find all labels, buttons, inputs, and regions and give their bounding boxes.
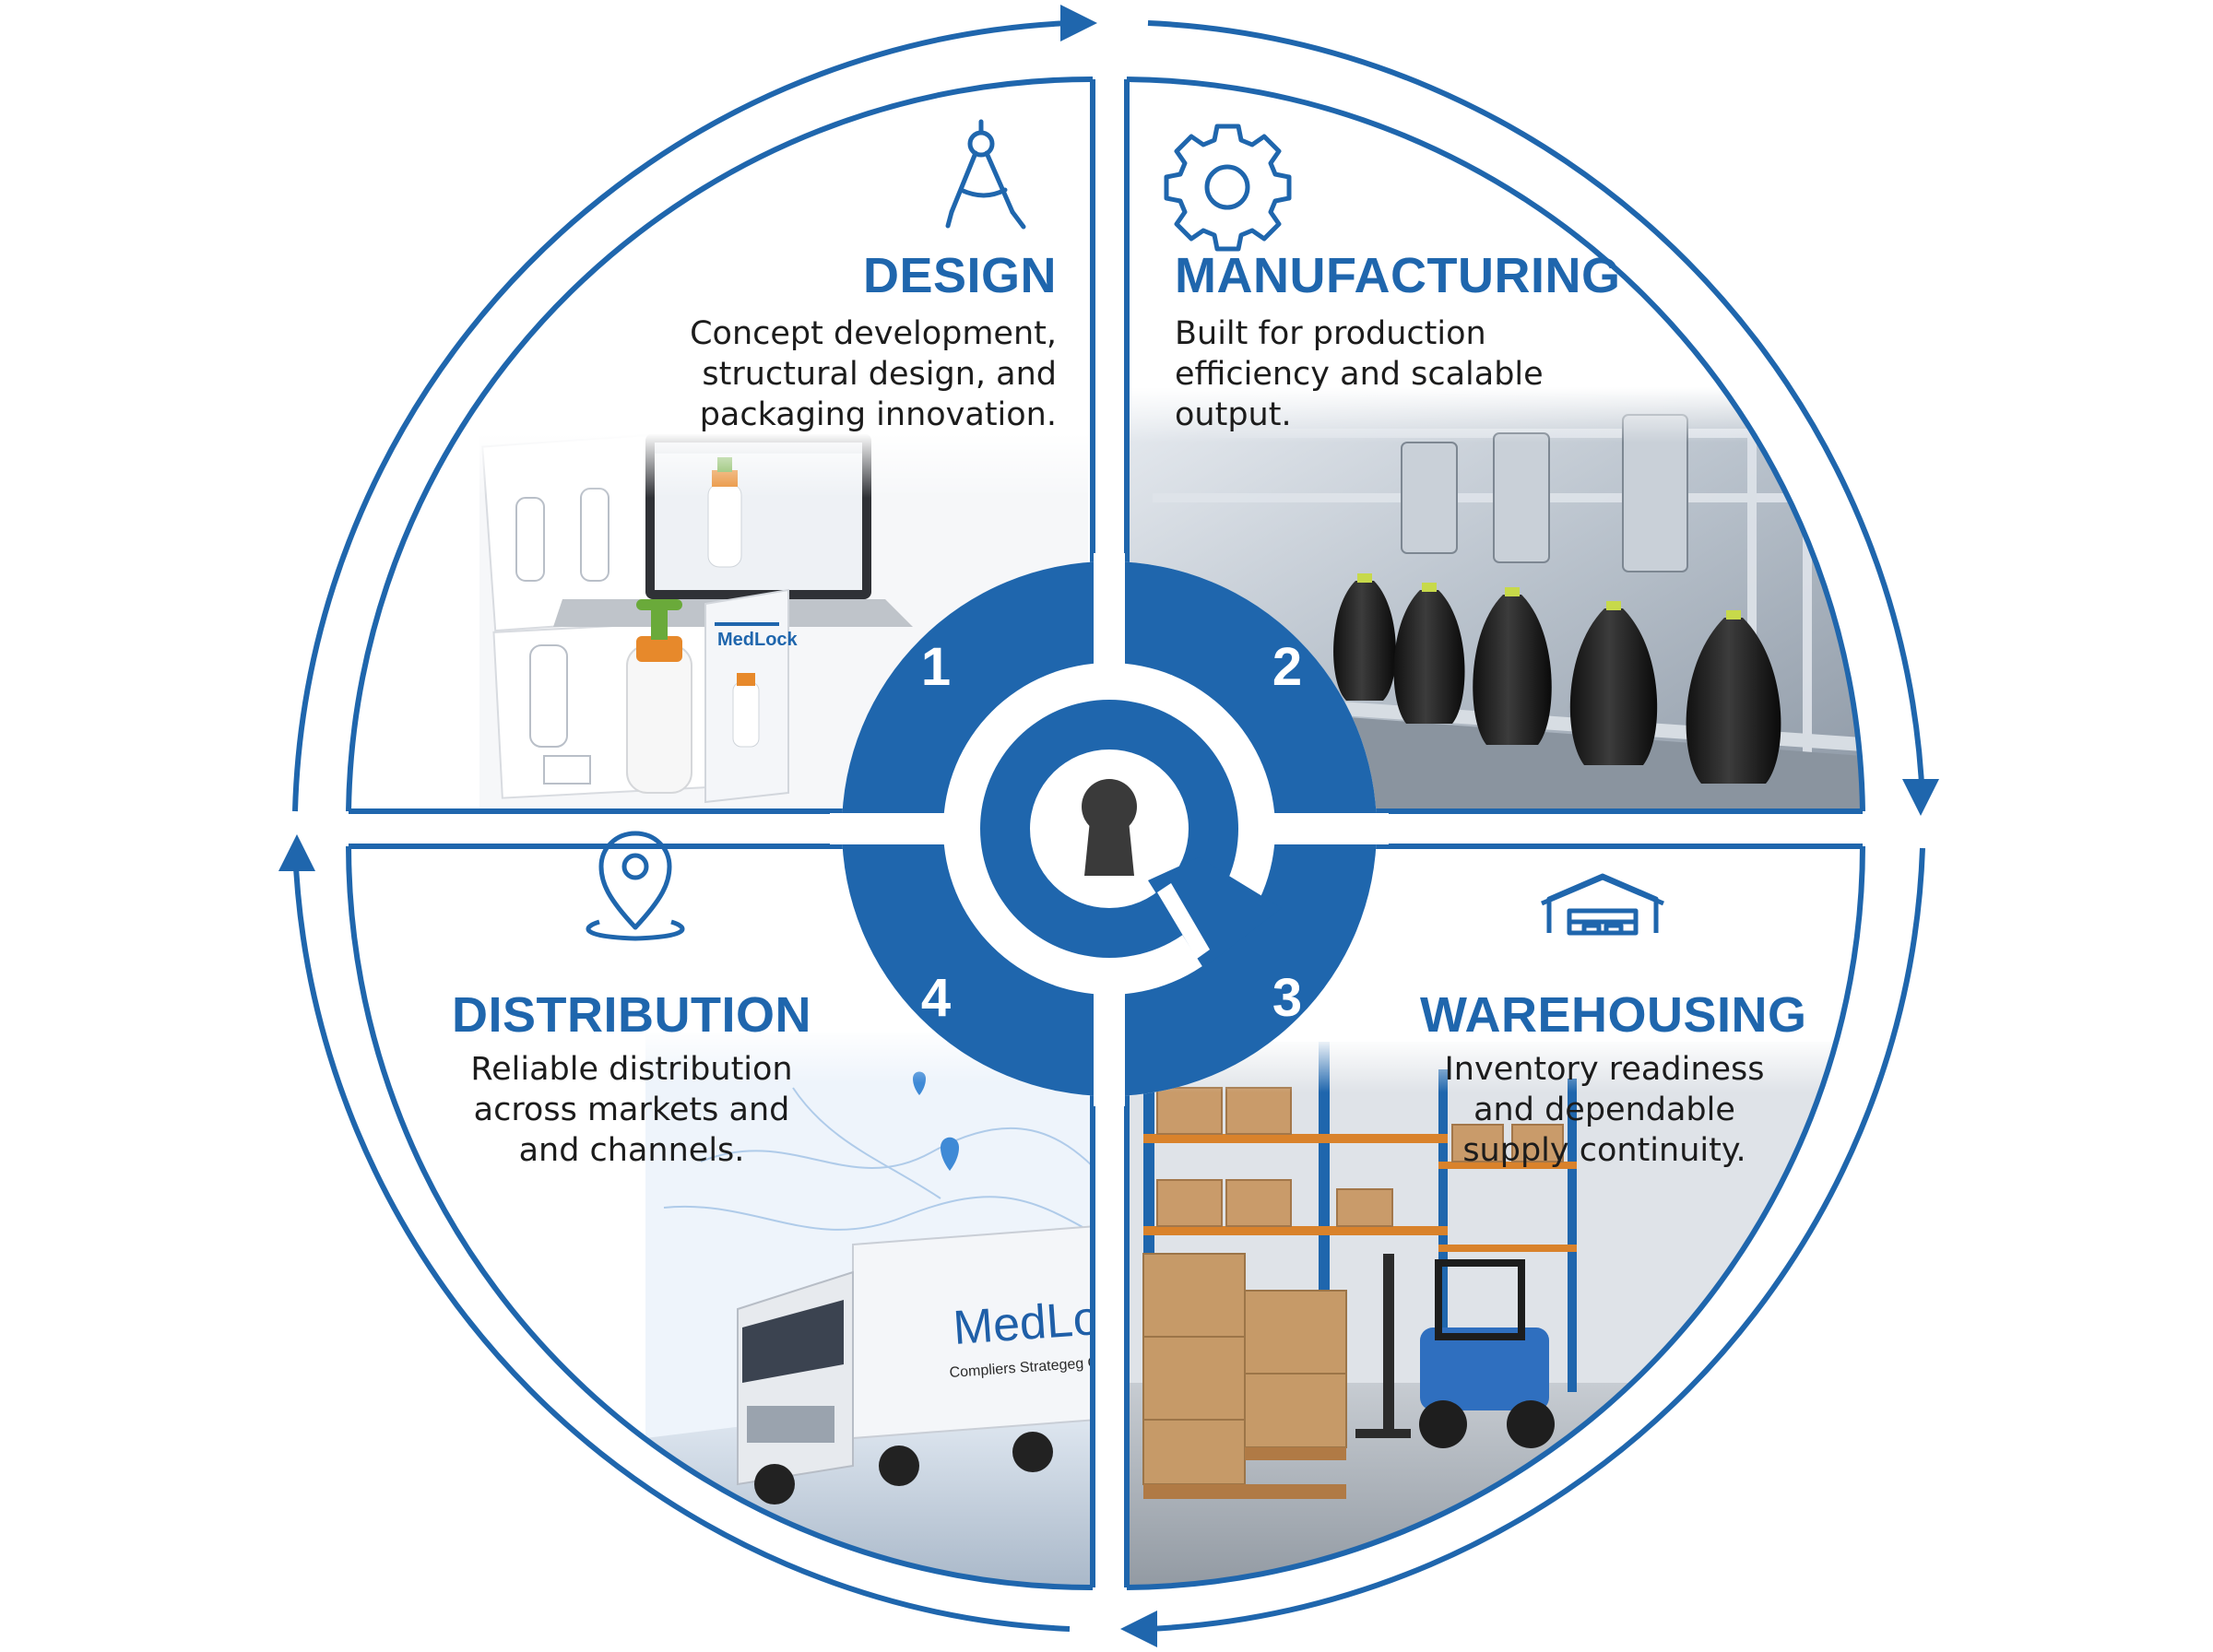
product-box-image: MedLock (704, 588, 799, 804)
keyhole-icon (1082, 779, 1137, 876)
stage-description-line: output. (1175, 396, 1292, 433)
stage-description-line: packaging innovation. (699, 396, 1057, 433)
stage-description-manufacturing: Built for production efficiency and scal… (1175, 313, 1544, 435)
stage-description-line: and dependable (1473, 1092, 1735, 1128)
stage-description-line: supply continuity. (1462, 1132, 1746, 1169)
stage-description-line: efficiency and scalable (1175, 356, 1544, 393)
stage-description-distribution: Reliable distribution across markets and… (443, 1049, 821, 1171)
boxes-image (1142, 1253, 1347, 1485)
stage-number-4: 4 (921, 968, 951, 1028)
compass-icon (945, 119, 1026, 230)
bottle-image (626, 599, 692, 794)
gear-icon (1164, 124, 1292, 252)
stage-description-line: Inventory readiness (1444, 1051, 1765, 1088)
truck-brand-label: MedLock (952, 1288, 1151, 1355)
stage-description-line: Concept development, (690, 315, 1057, 352)
stage-number-1: 1 (921, 637, 951, 697)
stage-description-line: across markets and (473, 1092, 790, 1128)
stage-title-distribution: DISTRIBUTION (452, 987, 811, 1043)
stage-description-line: Built for production (1175, 315, 1486, 352)
box-brand-label: MedLock (717, 630, 799, 650)
central-hub (830, 553, 1389, 1106)
stage-description-line: structural design, and (702, 356, 1057, 393)
cycle-ring (292, 20, 1925, 1632)
forklift-image (1355, 1254, 1555, 1448)
bottle-row-image (1333, 573, 1781, 784)
stage-number-3: 3 (1272, 968, 1302, 1028)
warehouse-icon (1541, 873, 1664, 936)
stage-description-design: Concept development, structural design, … (690, 313, 1057, 435)
stage-number-2: 2 (1272, 637, 1302, 697)
location-pin-icon (586, 831, 685, 941)
stage-title-manufacturing: MANUFACTURING (1175, 248, 1621, 303)
truck-image: MedLock Compliers Strategeg Gulofions (737, 1224, 1151, 1504)
stage-description-warehousing: Inventory readiness and dependable suppl… (1420, 1049, 1789, 1171)
stage-description-line: and channels. (518, 1132, 745, 1169)
stage-title-warehousing: WAREHOUSING (1420, 987, 1807, 1043)
stage-title-design: DESIGN (862, 248, 1057, 303)
stage-description-line: Reliable distribution (470, 1051, 793, 1088)
cycle-arrow-icon (278, 5, 1939, 1647)
route-map-image (663, 1087, 1093, 1236)
